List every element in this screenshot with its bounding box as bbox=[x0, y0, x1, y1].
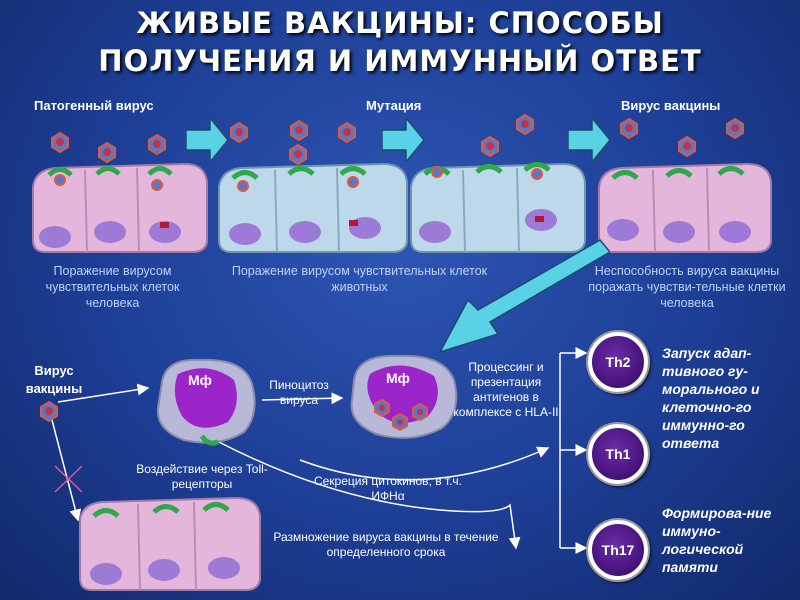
virus-icon bbox=[481, 135, 499, 158]
human-cells-resistant bbox=[598, 117, 772, 253]
processing-caption: Процессинг и презентация антигенов в ком… bbox=[453, 360, 559, 419]
virus-icon bbox=[51, 131, 69, 154]
virus-icon bbox=[726, 117, 744, 140]
stage-label-vaccine-virus: Вирус вакцины bbox=[621, 98, 721, 113]
stage-label-pathogen: Патогенный вирус bbox=[34, 98, 154, 113]
toll-caption: Воздействие через Toll-рецепторы bbox=[136, 462, 268, 491]
adaptive-response-text: Запуск адап-тивного гу-морального и клет… bbox=[662, 345, 760, 451]
macrophage-2-label: Мф bbox=[386, 370, 410, 386]
th2-cell: Th2 bbox=[588, 332, 648, 392]
virus-icon bbox=[678, 135, 696, 158]
virus-icon bbox=[289, 143, 307, 166]
diagonal-arrow bbox=[438, 239, 610, 354]
replication-caption: Размножение вируса вакцины в течение опр… bbox=[273, 530, 499, 559]
cytokines-caption: Секреция цитокинов, в т.ч. ИФНα bbox=[313, 474, 463, 503]
pinocytosis-caption: Пиноцитоз вируса bbox=[269, 378, 329, 407]
virus-icon bbox=[516, 113, 534, 136]
vaccine-virus-label: Вирус вакцины bbox=[25, 363, 83, 396]
stage-arrow-1 bbox=[186, 118, 228, 162]
virus-icon bbox=[230, 121, 248, 144]
title-line-1: ЖИВЫЕ ВАКЦИНЫ: СПОСОБЫ bbox=[136, 6, 664, 40]
animal-cells-mutation bbox=[410, 113, 586, 253]
stage-arrow-3 bbox=[568, 118, 610, 162]
virus-icon bbox=[338, 121, 356, 144]
th17-cell: Th17 bbox=[588, 520, 648, 580]
virus-icon bbox=[98, 141, 116, 164]
immune-memory-text: Формирова-ние иммуно-логической памяти bbox=[662, 505, 772, 575]
human-cells-replication bbox=[79, 496, 261, 591]
virus-icon bbox=[290, 119, 308, 142]
macrophage-1 bbox=[156, 358, 256, 446]
macrophage-1-label: Мф bbox=[188, 372, 212, 388]
caption-animal-cells: Поражение вирусом чувствительных клеток … bbox=[231, 264, 488, 294]
th1-cell: Th1 bbox=[588, 424, 648, 484]
virus-icon bbox=[148, 133, 166, 156]
caption-human-cells: Поражение вирусом чувствительных клеток … bbox=[45, 264, 180, 310]
human-cells-infected bbox=[32, 131, 208, 253]
virus-icon bbox=[620, 117, 638, 140]
stage-label-mutation: Мутация bbox=[366, 98, 422, 113]
stage-arrow-2 bbox=[382, 118, 424, 162]
caption-vaccine-inability: Неспособность вируса вакцины поражать чу… bbox=[588, 264, 786, 310]
macrophage-2 bbox=[350, 354, 458, 439]
title-line-2: ПОЛУЧЕНИЯ И ИММУННЫЙ ОТВЕТ bbox=[98, 44, 702, 78]
animal-cells-infected bbox=[218, 119, 408, 253]
virus-icon bbox=[40, 400, 58, 423]
